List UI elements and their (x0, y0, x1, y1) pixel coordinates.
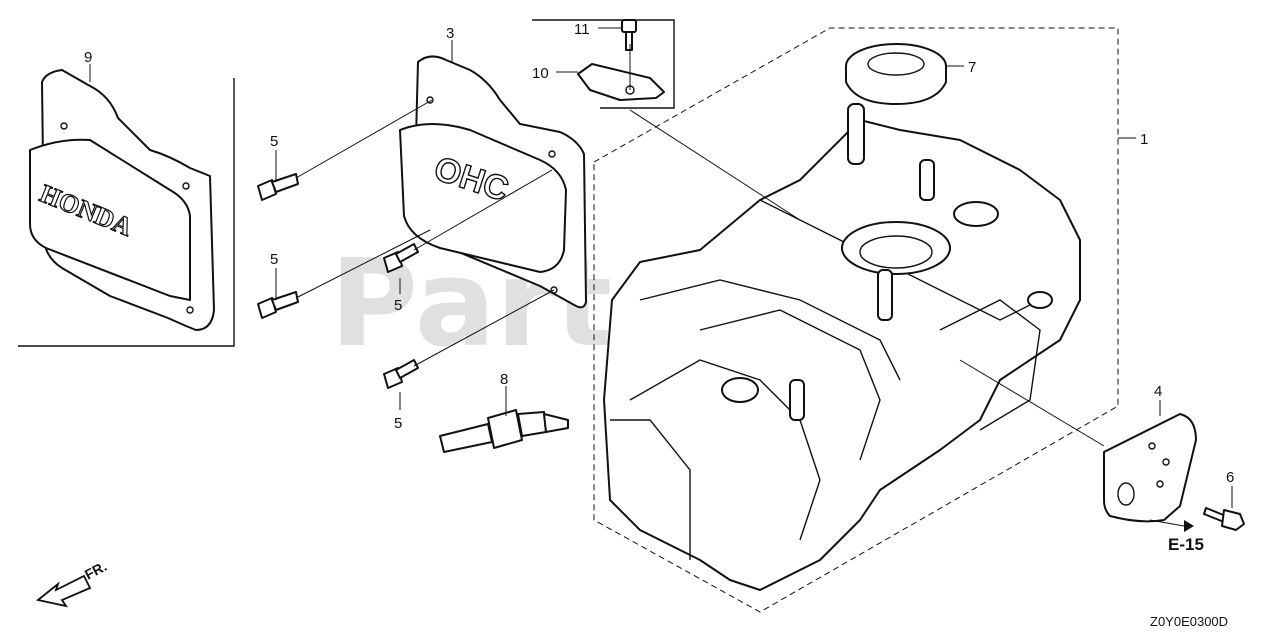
callout-6: 6 (1226, 469, 1234, 486)
callout-7: 7 (968, 59, 976, 76)
head-cover-part-3[interactable]: OHC (399, 55, 587, 309)
svg-text:E-15: E-15 (1168, 535, 1204, 554)
oil-seal-part-7[interactable] (845, 43, 947, 105)
callout-8: 8 (500, 371, 508, 388)
bolt-part-5-a[interactable] (257, 173, 299, 201)
reference-e15: E-15 (1168, 520, 1204, 554)
callout-5-b: 5 (270, 251, 278, 268)
callout-10: 10 (532, 65, 549, 82)
frame-breather (532, 19, 675, 109)
diagram-code: Z0Y0E0300D (1150, 614, 1228, 629)
callout-4: 4 (1154, 383, 1162, 400)
bolt-part-11[interactable] (621, 19, 637, 51)
callouts: 9 3 11 10 7 1 4 6 8 5 5 5 5 (84, 21, 1234, 486)
bolt-part-5-c[interactable] (383, 243, 419, 273)
bolt-part-5-d[interactable] (383, 359, 419, 389)
spark-plug-part-8[interactable] (439, 409, 569, 453)
crankcase-part-1[interactable] (603, 103, 1081, 591)
bolt-part-5-b[interactable] (257, 291, 299, 319)
front-indicator: FR. (35, 558, 109, 608)
callout-11: 11 (574, 21, 590, 38)
callout-1: 1 (1140, 131, 1148, 148)
assembly-outline (593, 27, 1119, 613)
leader-lines (89, 27, 1233, 527)
frame-cover-9 (18, 78, 235, 347)
breather-plate-part-10[interactable] (577, 63, 665, 101)
callout-5-a: 5 (270, 133, 278, 150)
outer-cover-part-9[interactable]: HONDA (29, 69, 215, 331)
callout-5-c: 5 (394, 297, 402, 314)
bolt-part-6[interactable] (1203, 507, 1245, 531)
callout-9: 9 (84, 49, 92, 66)
callout-3: 3 (446, 25, 454, 42)
callout-5-d: 5 (394, 415, 402, 432)
gasket-part-4[interactable] (1103, 413, 1197, 523)
